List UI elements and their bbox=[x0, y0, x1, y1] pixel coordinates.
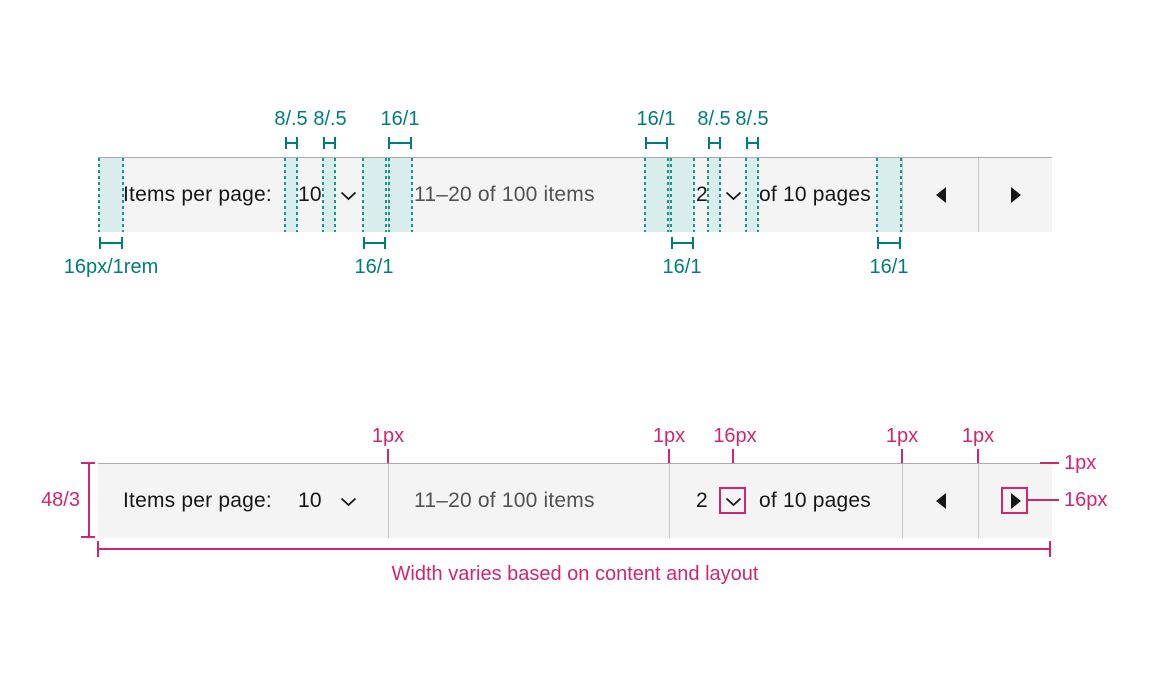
pagination-bar-spec-top: Items per page: 10 11–20 of 100 items 2 … bbox=[98, 157, 1052, 232]
divider-tick bbox=[387, 449, 389, 463]
divider-tick bbox=[668, 449, 670, 463]
page-size-value[interactable]: 10 bbox=[298, 183, 322, 206]
section-divider bbox=[669, 464, 670, 538]
spacing-label: 16px/1rem bbox=[63, 256, 159, 278]
height-label: 48/3 bbox=[41, 489, 80, 511]
width-measure-tick bbox=[1049, 541, 1051, 557]
caret-left-icon bbox=[935, 493, 946, 509]
height-bracket bbox=[88, 463, 90, 538]
spacing-label: 8/.5 bbox=[313, 108, 347, 130]
caret-right-icon bbox=[1010, 187, 1021, 203]
page-size-value[interactable]: 10 bbox=[298, 489, 322, 512]
chevron-size-box bbox=[719, 487, 746, 514]
section-divider bbox=[902, 464, 903, 538]
spacing-label: 8/.5 bbox=[735, 108, 769, 130]
spacing-bracket bbox=[323, 137, 336, 149]
height-bracket-tick bbox=[81, 462, 95, 464]
chevron-down-icon[interactable] bbox=[725, 191, 742, 201]
spacing-highlight bbox=[745, 158, 759, 232]
chevron-size-label: 16px bbox=[713, 425, 757, 447]
prev-page-button[interactable] bbox=[903, 158, 978, 232]
spacing-highlight bbox=[707, 158, 721, 232]
range-text: 11–20 of 100 items bbox=[414, 183, 595, 206]
divider-size-label: 1px bbox=[885, 425, 919, 447]
chevron-down-icon[interactable] bbox=[340, 191, 357, 201]
next-icon-size-box bbox=[1001, 487, 1028, 514]
caret-left-icon bbox=[935, 187, 946, 203]
page-number-value[interactable]: 2 bbox=[696, 489, 708, 512]
divider-size-label: 1px bbox=[961, 425, 995, 447]
spacing-label: 16/1 bbox=[869, 256, 909, 278]
section-divider bbox=[669, 158, 670, 232]
spacing-label: 16/1 bbox=[354, 256, 394, 278]
spacing-label: 8/.5 bbox=[274, 108, 308, 130]
pagination-bar-annotated: Items per page: 10 11–20 of 100 items 2 … bbox=[98, 463, 1052, 538]
pages-count-text: of 10 pages bbox=[759, 183, 871, 206]
section-divider bbox=[978, 158, 979, 232]
spacing-highlight bbox=[284, 158, 298, 232]
spacing-highlight bbox=[670, 158, 695, 232]
next-page-button[interactable] bbox=[979, 464, 1052, 538]
divider-tick bbox=[901, 449, 903, 463]
section-divider bbox=[388, 464, 389, 538]
spacing-bracket bbox=[388, 137, 412, 149]
spacing-bracket bbox=[746, 137, 759, 149]
callout-line bbox=[1040, 462, 1059, 464]
height-bracket-tick bbox=[81, 536, 95, 538]
range-text: 11–20 of 100 items bbox=[414, 489, 595, 512]
spacing-bracket bbox=[877, 237, 901, 249]
section-divider bbox=[978, 464, 979, 538]
icon-size-label: 16px bbox=[1064, 489, 1108, 511]
chevron-down-icon[interactable] bbox=[725, 497, 742, 507]
divider-size-label: 1px bbox=[652, 425, 686, 447]
spacing-bracket bbox=[671, 237, 694, 249]
spacing-label: 16/1 bbox=[662, 256, 702, 278]
spacing-highlight bbox=[388, 158, 413, 232]
chevron-down-icon[interactable] bbox=[340, 497, 357, 507]
spacing-label: 16/1 bbox=[636, 108, 676, 130]
border-size-label: 1px bbox=[1064, 452, 1097, 474]
spacing-label: 8/.5 bbox=[697, 108, 731, 130]
spacing-highlight bbox=[362, 158, 387, 232]
spacing-bracket bbox=[645, 137, 668, 149]
spacing-bracket bbox=[285, 137, 298, 149]
width-measure-line bbox=[98, 548, 1051, 550]
spacing-highlight bbox=[644, 158, 669, 232]
items-per-page-label: Items per page: bbox=[123, 183, 272, 206]
spacing-bracket bbox=[99, 237, 123, 249]
spacing-highlight bbox=[98, 158, 124, 232]
caret-right-icon bbox=[1010, 493, 1021, 509]
section-divider bbox=[902, 158, 903, 232]
callout-line bbox=[1028, 499, 1059, 501]
spacing-bracket bbox=[363, 237, 386, 249]
pages-count-text: of 10 pages bbox=[759, 489, 871, 512]
prev-page-button[interactable] bbox=[903, 464, 978, 538]
width-measure-tick bbox=[97, 541, 99, 557]
spacing-highlight bbox=[876, 158, 902, 232]
divider-tick bbox=[977, 449, 979, 463]
page-number-value[interactable]: 2 bbox=[696, 183, 708, 206]
items-per-page-label: Items per page: bbox=[123, 489, 272, 512]
spacing-bracket bbox=[708, 137, 721, 149]
width-note: Width varies based on content and layout bbox=[391, 563, 759, 585]
divider-size-label: 1px bbox=[371, 425, 405, 447]
spacing-label: 16/1 bbox=[380, 108, 420, 130]
next-page-button[interactable] bbox=[979, 158, 1052, 232]
spacing-highlight bbox=[322, 158, 336, 232]
